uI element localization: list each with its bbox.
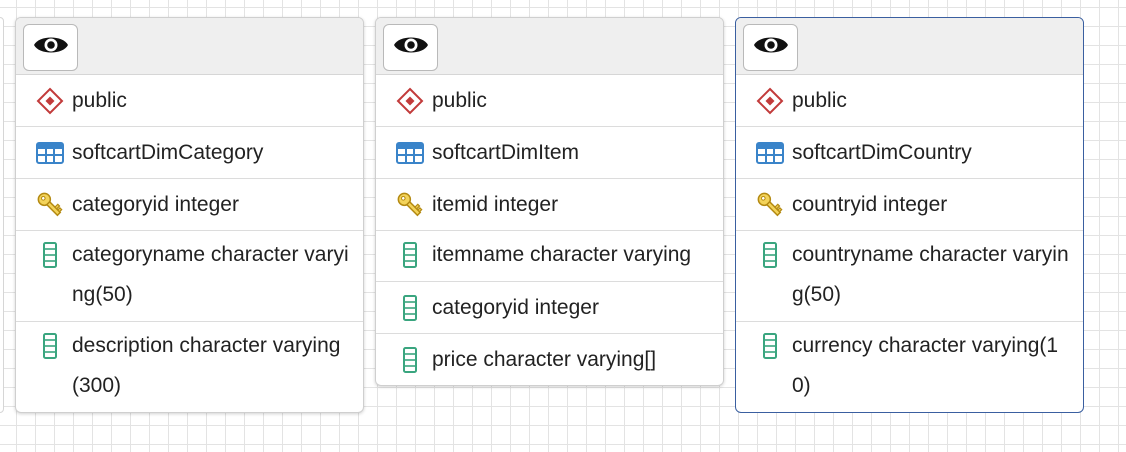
primary-key-row: countryid integer <box>736 178 1083 230</box>
column-icon <box>16 235 67 275</box>
table-node-softcartDimCategory[interactable]: public softcartDimCategory categoryid in… <box>15 17 364 413</box>
schema-row: public <box>376 75 723 126</box>
table-node-softcartDimCountry[interactable]: public softcartDimCountry countryid inte… <box>735 17 1084 413</box>
column-row: currency character varying(10) <box>736 321 1083 412</box>
offscreen-table-node[interactable] <box>0 17 4 413</box>
table-icon <box>16 127 67 178</box>
column-row: itemname character varying <box>376 230 723 281</box>
node-header <box>16 18 363 75</box>
column-row: price character varying[] <box>376 333 723 385</box>
column-icon <box>376 334 427 385</box>
primary-key-row: categoryid integer <box>16 178 363 230</box>
view-data-button[interactable] <box>383 24 438 71</box>
column-row: categoryid integer <box>376 281 723 333</box>
schema-name: public <box>72 89 127 112</box>
table-name: softcartDimItem <box>432 141 580 164</box>
primary-key-row: itemid integer <box>376 178 723 230</box>
primary-key-column: categoryid integer <box>72 193 239 216</box>
table-icon <box>736 127 787 178</box>
view-data-button[interactable] <box>743 24 798 71</box>
table-name-row: softcartDimCategory <box>16 126 363 178</box>
column-icon <box>376 282 427 333</box>
table-name: softcartDimCountry <box>792 141 972 164</box>
eye-icon <box>33 33 69 62</box>
node-header <box>736 18 1083 75</box>
schema-icon <box>736 75 787 126</box>
eye-icon <box>753 33 789 62</box>
schema-icon <box>16 75 67 126</box>
column-name: description character varying(300) <box>72 334 341 397</box>
column-name: currency character varying(10) <box>792 334 1059 397</box>
schema-name: public <box>432 89 487 112</box>
schema-row: public <box>16 75 363 126</box>
column-name: itemname character varying <box>432 243 692 266</box>
column-name: countryname character varying(50) <box>792 243 1069 306</box>
table-name-row: softcartDimCountry <box>736 126 1083 178</box>
schema-icon <box>376 75 427 126</box>
column-row: description character varying(300) <box>16 321 363 412</box>
table-name: softcartDimCategory <box>72 141 264 164</box>
table-node-softcartDimItem[interactable]: public softcartDimItem itemid integer it… <box>375 17 724 386</box>
column-name: categoryname character varying(50) <box>72 243 349 306</box>
view-data-button[interactable] <box>23 24 78 71</box>
column-name: categoryid integer <box>432 296 599 319</box>
table-name-row: softcartDimItem <box>376 126 723 178</box>
table-icon <box>376 127 427 178</box>
key-icon <box>736 179 787 230</box>
column-row: countryname character varying(50) <box>736 230 1083 321</box>
node-header <box>376 18 723 75</box>
column-icon <box>736 235 787 275</box>
key-icon <box>376 179 427 230</box>
primary-key-column: itemid integer <box>432 193 559 216</box>
key-icon <box>16 179 67 230</box>
schema-row: public <box>736 75 1083 126</box>
column-name: price character varying[] <box>432 348 657 371</box>
column-icon <box>376 235 427 275</box>
column-icon <box>16 326 67 366</box>
schema-name: public <box>792 89 847 112</box>
primary-key-column: countryid integer <box>792 193 948 216</box>
eye-icon <box>393 33 429 62</box>
column-icon <box>736 326 787 366</box>
column-row: categoryname character varying(50) <box>16 230 363 321</box>
